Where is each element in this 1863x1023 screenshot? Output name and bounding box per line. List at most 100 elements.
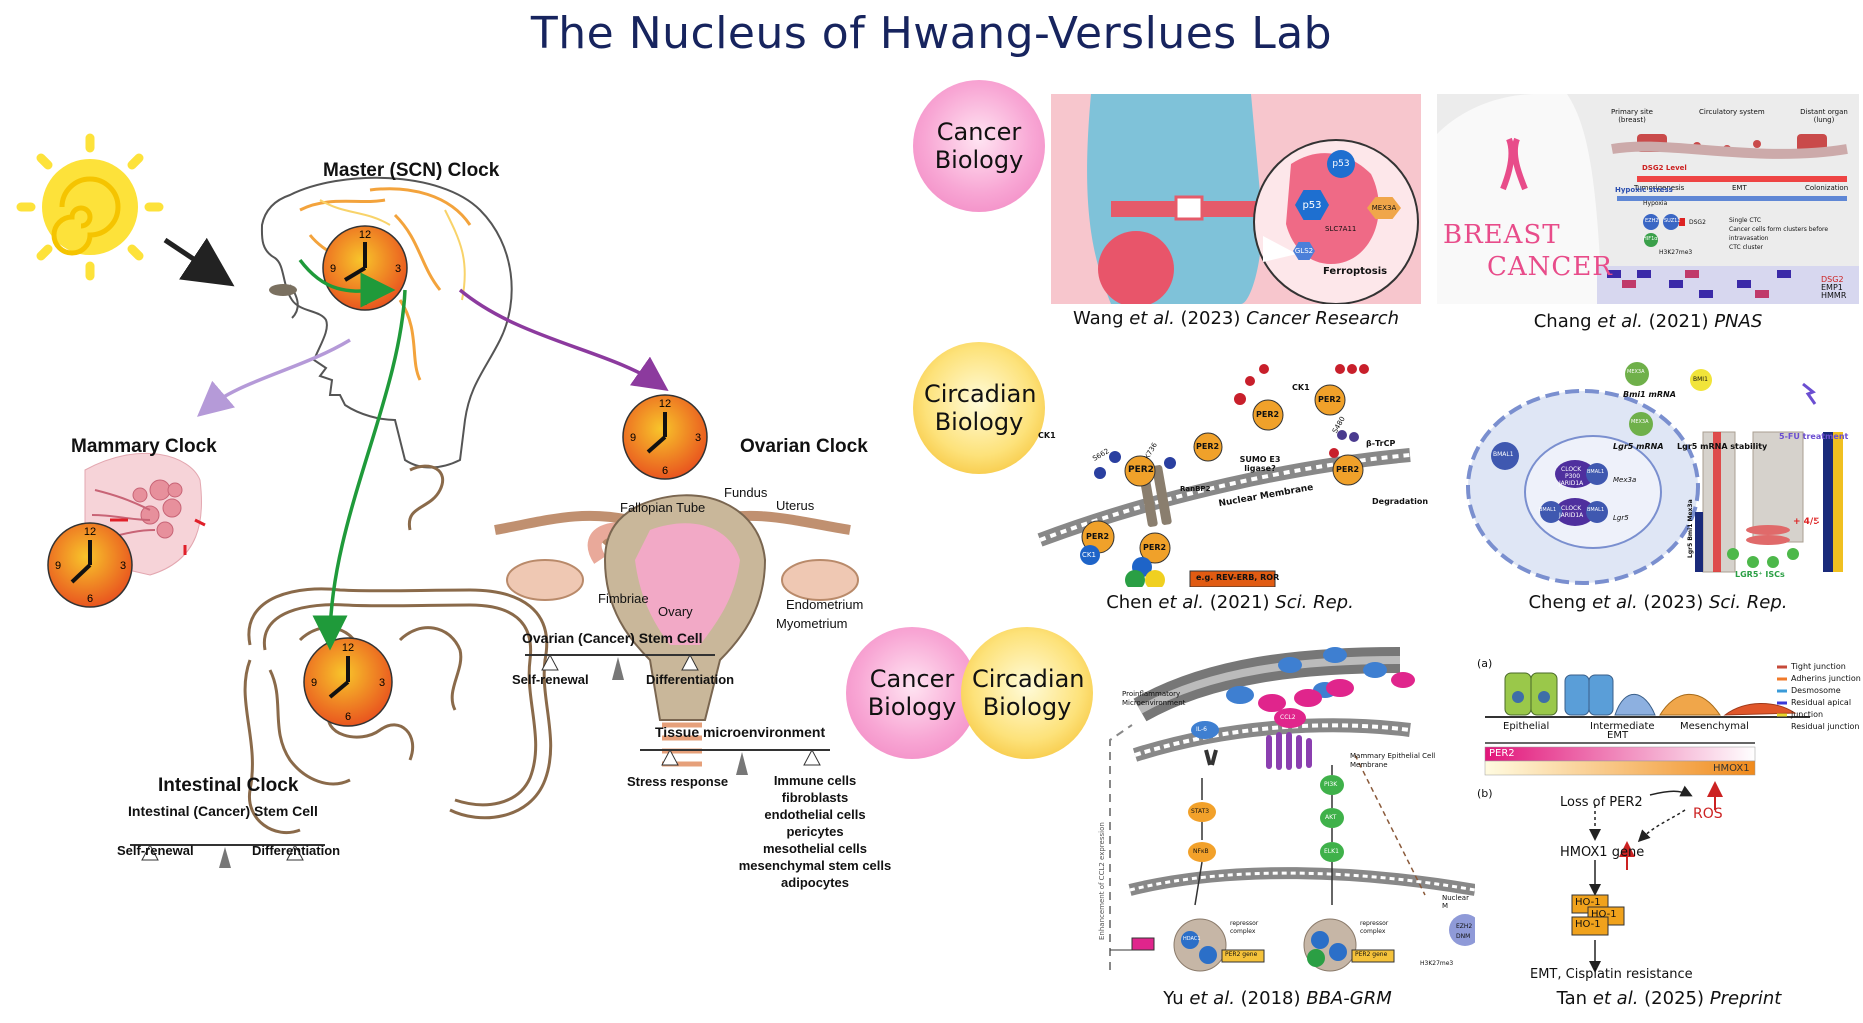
head-outline (260, 176, 513, 469)
circadian-biology-circle-1: Circadian Biology (913, 342, 1045, 474)
tan-legend: Tight junction Adherins junction Desmoso… (1791, 661, 1863, 733)
svg-text:9: 9 (55, 560, 61, 572)
svg-text:12: 12 (659, 398, 671, 410)
chang-dsg2-level: DSG2 Level (1642, 164, 1687, 172)
page-title: The Nucleus of Hwang-Verslues Lab (530, 8, 1333, 59)
tan-epithelial: Epithelial (1503, 721, 1550, 732)
scn-to-ovary-arrow (458, 288, 669, 392)
tan-mesenchymal: Mesenchymal (1680, 721, 1749, 732)
svg-text:3: 3 (395, 263, 401, 275)
chen-degradation: Degradation (1372, 497, 1429, 506)
tissue-micro-label: Tissue microenvironment (655, 724, 826, 740)
tissue-balance (640, 748, 830, 775)
tissue-cell-item: mesenchymal stem cells (738, 858, 892, 873)
chang-caption: Chang et al. (2021) PNAS (1533, 311, 1763, 332)
ovarian-differentiation: Differentiation (646, 672, 735, 687)
ovarian-self-renewal: Self-renewal (512, 672, 589, 687)
tissue-cell-item: endothelial cells (764, 807, 866, 822)
left-diagram-svg: 12 3 6 9 12 3 6 9 12 3 6 (16, 133, 859, 868)
tan-hmox1-bar-label: HMOX1 (1713, 763, 1750, 774)
mammary-clock-icon: 12 3 6 9 (47, 522, 133, 608)
svg-text:3: 3 (695, 432, 701, 444)
chen-caption: Chen et al. (2021) Sci. Rep. (1106, 592, 1354, 613)
yu-nfkb: NFκB (1193, 848, 1209, 855)
tissue-cell-item: Immune cells (773, 773, 857, 788)
yu-per2gene-1: PER2 gene (1225, 951, 1258, 958)
cheng-mex3a-1: MEX3A (1627, 369, 1645, 375)
intestinal-stem-label: Intestinal (Cancer) Stem Cell (128, 803, 318, 819)
tissue-cells-list: Immune cells fibroblasts endothelial cel… (735, 772, 895, 891)
yu-repressor-2: repressor complex (1360, 920, 1389, 935)
cheng-bmal1-4: BMAL1 (1539, 507, 1557, 513)
chen-ck1-node: CK1 (1082, 551, 1096, 559)
chen-ranbp2: RanBP2 (1180, 485, 1211, 493)
chang-genes: DSG2 EMP1 HMMR (1821, 276, 1846, 300)
tan-ho1-3: HO-1 (1575, 919, 1601, 930)
chang-legend-item: Single CTC (1729, 217, 1762, 224)
ovarian-clock-label: Ovarian Clock (740, 436, 868, 457)
circadian-biology-circle-2: Circadian Biology (961, 627, 1093, 759)
svg-text:3: 3 (379, 677, 385, 689)
chen-ck1-label: CK1 (1038, 431, 1056, 440)
tan-hmox1gene: HMOX1 gene (1560, 845, 1645, 860)
yu-ccl2: CCL2 (1280, 714, 1296, 721)
svg-text:9: 9 (330, 263, 336, 275)
cheng-lgr5-iscs: LGR5⁺ ISCs (1735, 570, 1785, 579)
cheng-caption: Cheng et al. (2023) Sci. Rep. (1528, 592, 1788, 613)
yu-per2gene-2: PER2 gene (1355, 951, 1388, 958)
cheng-p300: P300 (1565, 473, 1581, 480)
chang-gene: HMMR (1821, 291, 1847, 300)
yu-il6: IL-6 (1196, 726, 1207, 733)
chen-ck1-label-2: CK1 (1292, 383, 1310, 392)
yu-stat3: STAT3 (1191, 808, 1210, 815)
tan-legend-item: Adherins junction (1791, 674, 1861, 683)
chang-hif1a: HIF1α (1643, 236, 1658, 242)
chang-breast-text: BREAST (1443, 220, 1561, 250)
chang-hypoxia: Hypoxia (1643, 200, 1668, 207)
chang-suz12: SUZ12 (1664, 218, 1681, 224)
master-clock-label: Master (SCN) Clock (323, 160, 500, 181)
ovarian-balance (525, 653, 715, 680)
chang-dsg2: DSG2 (1689, 219, 1706, 226)
svg-text:12: 12 (359, 229, 371, 241)
cheng-bmi1-mrna: Bmi1 mRNA (1623, 390, 1676, 399)
svg-text:12: 12 (84, 526, 96, 538)
cheng-jarid1a-1: JARID1A (1559, 480, 1584, 487)
tissue-cell-item: adipocytes (781, 875, 849, 890)
cheng-plus45: + 4/5 (1793, 517, 1820, 527)
intestinal-differentiation: Differentiation (252, 843, 341, 858)
wang-caption: Wang et al. (2023) Cancer Research (1072, 308, 1399, 329)
slc7a11-label: SLC7A11 (1325, 225, 1357, 233)
stress-response-label: Stress response (627, 774, 729, 789)
tan-legend-item: Tight junction (1791, 662, 1846, 671)
ovarian-clock-icon: 12 3 6 9 (622, 394, 708, 480)
yu-h3k27: H3K27me3 (1420, 960, 1454, 967)
yu-hdac1: HDAC1 (1183, 936, 1201, 942)
tissue-cell-item: mesothelial cells (762, 841, 868, 856)
eye-icon (269, 284, 297, 296)
tan-a: (a) (1477, 657, 1493, 670)
chen-sumo: SUMO E3 ligase? (1239, 455, 1281, 473)
cheng-bmal1-1: BMAL1 (1493, 451, 1514, 458)
intestinal-self-renewal: Self-renewal (117, 843, 194, 858)
fallopian-label: Fallopian Tube (620, 500, 706, 515)
chang-primary: Primary site (breast) (1611, 108, 1653, 124)
chang-tumorigenesis: Tumorigenesis (1634, 184, 1685, 192)
svg-text:6: 6 (662, 465, 668, 477)
mammary-clock-label: Mammary Clock (71, 436, 217, 457)
mex3a-node: MEX3A (1367, 197, 1401, 219)
svg-text:3: 3 (120, 560, 126, 572)
cheng-lgr5-mrna: Lgr5 mRNA (1613, 442, 1664, 451)
wang-figure: p53 p53 MEX3A SLC7A11 GLS2 Ferroptosis (1051, 94, 1421, 304)
chang-ezh2: EZH2 (1645, 218, 1659, 224)
tan-ho1-2: HO-1 (1591, 909, 1617, 920)
cheng-lgr5-stab: Lgr5 mRNA stability (1677, 442, 1768, 451)
yu-figure: Proinflammatory Microenvironment IL-6 CC… (1080, 640, 1475, 985)
tan-loss: Loss of PER2 (1560, 795, 1643, 810)
chang-emt: EMT (1732, 184, 1747, 192)
tan-intermediate: Intermediate (1590, 721, 1655, 732)
tan-ros: ROS (1693, 806, 1723, 822)
cheng-bar-left: Lgr5 Bmi1 Mex3a (1687, 499, 1694, 558)
chang-legend: Single CTC Cancer cells form clusters be… (1729, 216, 1859, 252)
cancer-biology-circle-1: Cancer Biology (913, 80, 1045, 212)
